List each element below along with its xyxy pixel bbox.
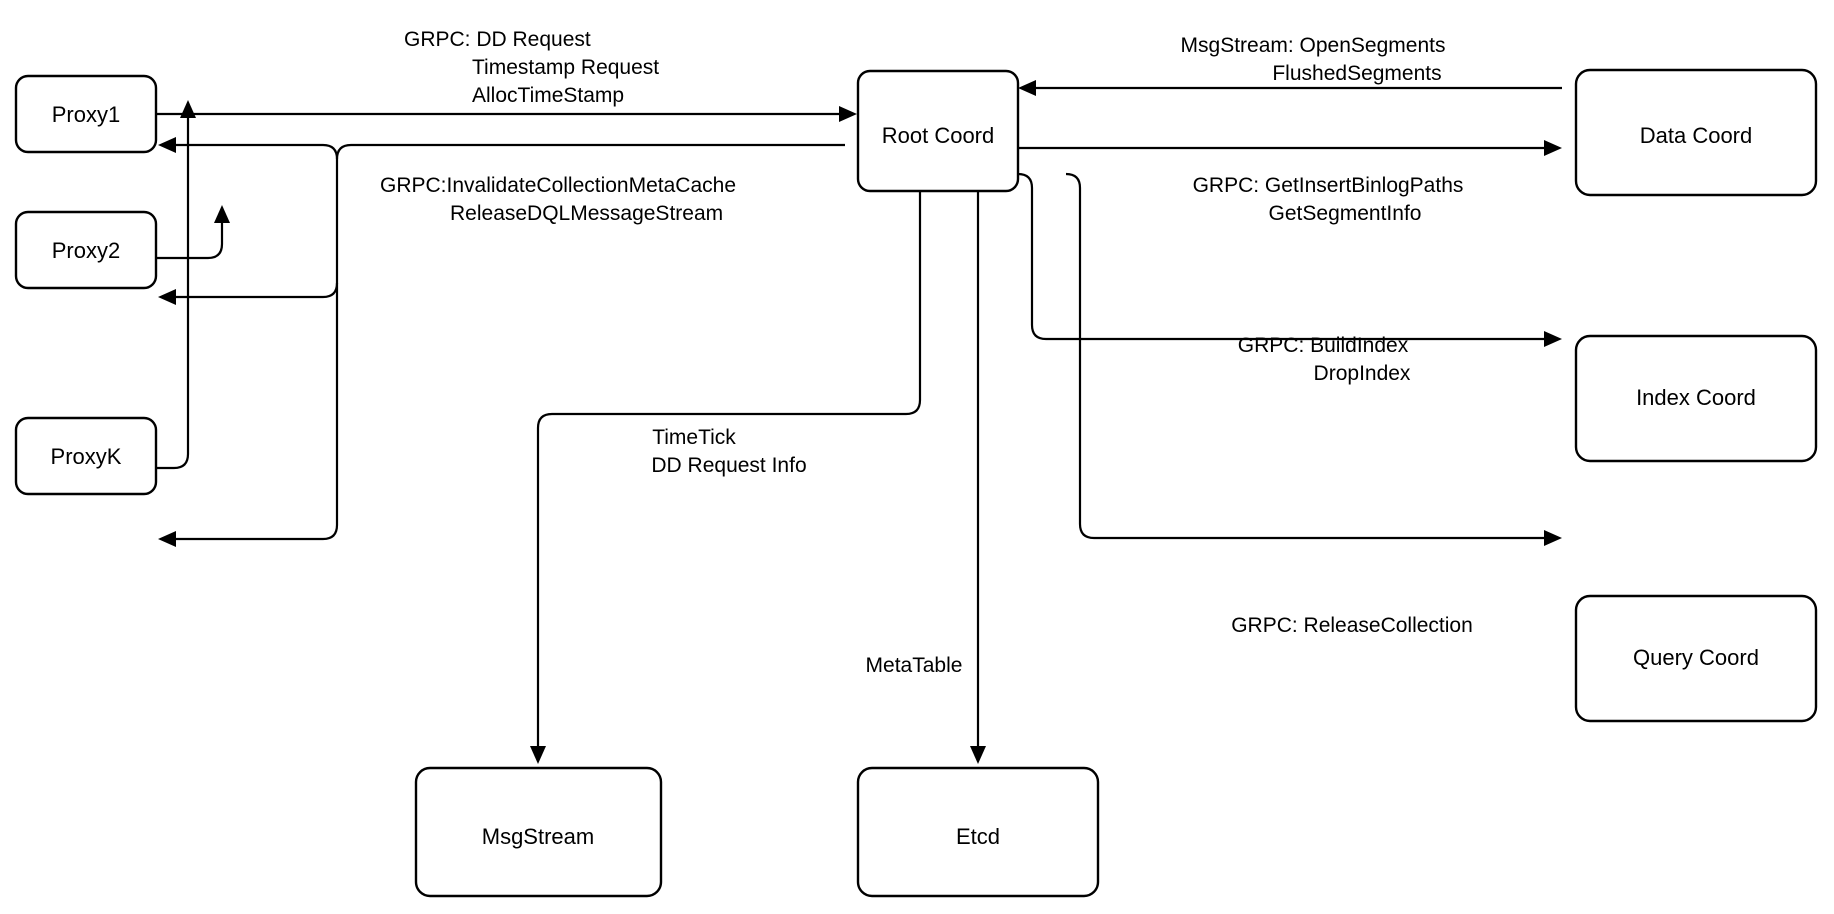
node-proxy1[interactable]: Proxy1	[14, 74, 158, 154]
node-msgstream-box[interactable]	[414, 766, 663, 898]
edge-label-line-3: AllocTimeStamp	[472, 84, 624, 107]
edge-label-line-2: DD Request Info	[651, 454, 806, 477]
node-root-coord-box[interactable]	[856, 69, 1020, 193]
arrow-head-icon	[839, 106, 857, 122]
edge-label-root-coord-to-proxies: GRPC:InvalidateCollectionMetaCache Relea…	[380, 174, 736, 225]
edge-root-coord-to-proxies	[158, 137, 845, 547]
edge-root-coord-to-query-coord	[1065, 172, 1562, 546]
edge-label-root-coord-to-etcd: MetaTable	[866, 654, 963, 677]
edge-label-line-2: Timestamp Request	[472, 56, 659, 79]
edge-label-root-coord-to-data-coord: GRPC: GetInsertBinlogPaths GetSegmentInf…	[1193, 174, 1464, 225]
arrow-head-icon	[1018, 80, 1036, 96]
arrow-head-icon-proxyk	[158, 531, 176, 547]
node-root-coord-label: Root Coord	[882, 123, 995, 148]
edge-proxy2-riser	[156, 222, 224, 260]
arrow-head-icon-riser-2	[214, 205, 230, 223]
node-index-coord-label: Index Coord	[1636, 385, 1756, 410]
edge-proxyk-riser	[156, 117, 190, 470]
node-query-coord[interactable]: Query Coord	[1574, 594, 1818, 723]
edge-label-root-coord-to-query-coord: GRPC: ReleaseCollection	[1231, 614, 1473, 637]
edge-data-coord-to-root-coord	[1018, 80, 1562, 96]
edge-line-trunk	[170, 143, 845, 541]
edge-label-line-1: GRPC: ReleaseCollection	[1231, 614, 1473, 637]
edge-label-data-coord-to-root-coord: MsgStream: OpenSegments FlushedSegments	[1181, 34, 1446, 85]
edge-line	[1017, 172, 1550, 341]
node-data-coord[interactable]: Data Coord	[1574, 68, 1818, 197]
node-etcd[interactable]: Etcd	[856, 766, 1100, 898]
node-data-coord-label: Data Coord	[1640, 123, 1753, 148]
edge-label-proxy-to-root-coord: GRPC: DD Request Timestamp Request Alloc…	[404, 28, 659, 107]
edge-proxy-to-root-coord	[156, 106, 857, 122]
edge-label-root-coord-to-index-coord: GRPC: BuildIndex DropIndex	[1238, 334, 1411, 385]
node-data-coord-box[interactable]	[1574, 68, 1818, 197]
edge-line	[1065, 172, 1550, 540]
node-proxyk[interactable]: ProxyK	[14, 416, 158, 496]
edge-label-line-1: GRPC: DD Request	[404, 28, 591, 51]
node-etcd-box[interactable]	[856, 766, 1100, 898]
edge-label-line-2: GetSegmentInfo	[1269, 202, 1422, 225]
arrow-head-icon	[530, 746, 546, 764]
edge-label-line-2: DropIndex	[1314, 362, 1411, 385]
node-etcd-label: Etcd	[956, 824, 1000, 849]
edge-root-coord-to-msgstream	[530, 174, 922, 764]
edge-line	[536, 174, 922, 748]
edge-to-proxy1	[170, 143, 339, 160]
edge-root-coord-to-index-coord	[1017, 172, 1562, 347]
edge-label-line-1: GRPC: GetInsertBinlogPaths	[1193, 174, 1464, 197]
node-proxy2[interactable]: Proxy2	[14, 210, 158, 290]
node-proxyk-box[interactable]	[14, 416, 158, 496]
node-root-coord[interactable]: Root Coord	[856, 69, 1020, 193]
node-query-coord-label: Query Coord	[1633, 645, 1759, 670]
node-msgstream[interactable]: MsgStream	[414, 766, 663, 898]
edge-proxies-to-root-collector	[156, 100, 230, 470]
node-index-coord-box[interactable]	[1574, 334, 1818, 463]
node-proxy2-label: Proxy2	[52, 238, 120, 263]
arrow-head-icon-proxy1	[158, 137, 176, 153]
edge-label-line-1: MsgStream: OpenSegments	[1181, 34, 1446, 57]
arrow-head-icon	[1544, 331, 1562, 347]
edge-label-line-2: FlushedSegments	[1272, 62, 1441, 85]
edge-label-line-1: TimeTick	[652, 426, 736, 449]
node-index-coord[interactable]: Index Coord	[1574, 334, 1818, 463]
node-proxy1-box[interactable]	[14, 74, 158, 154]
node-query-coord-box[interactable]	[1574, 594, 1818, 723]
arrow-head-icon	[1544, 530, 1562, 546]
arrow-head-icon	[1544, 140, 1562, 156]
node-proxy1-label: Proxy1	[52, 102, 120, 127]
edge-root-coord-to-etcd	[970, 174, 986, 764]
arrow-head-icon-riser-k	[180, 100, 196, 118]
arrow-head-icon-proxy2	[158, 289, 176, 305]
edge-label-line-1: GRPC: BuildIndex	[1238, 334, 1409, 357]
edge-label-line-1: GRPC:InvalidateCollectionMetaCache	[380, 174, 736, 197]
node-proxyk-label: ProxyK	[51, 444, 122, 469]
node-msgstream-label: MsgStream	[482, 824, 594, 849]
arrow-head-icon	[970, 746, 986, 764]
edge-label-root-coord-to-msgstream: TimeTick DD Request Info	[651, 426, 806, 477]
node-proxy2-box[interactable]	[14, 210, 158, 290]
edge-label-line-2: ReleaseDQLMessageStream	[450, 202, 723, 225]
edge-label-line-1: MetaTable	[866, 654, 963, 677]
edge-to-proxy2	[170, 282, 339, 299]
edge-root-coord-to-data-coord	[1018, 140, 1562, 156]
